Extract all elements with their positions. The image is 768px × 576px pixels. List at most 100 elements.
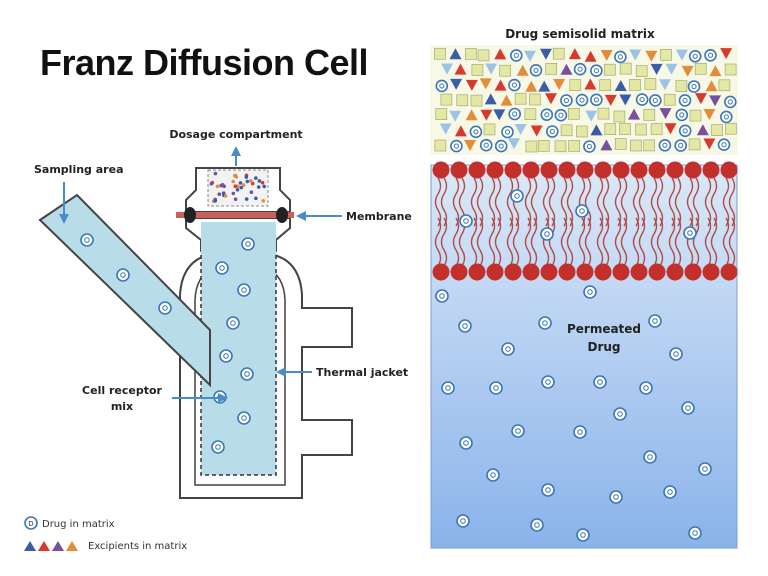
drug-core bbox=[613, 494, 619, 500]
drug-ring bbox=[215, 261, 229, 275]
dosage-speck bbox=[249, 190, 254, 194]
receptor-label-line1: Cell receptor bbox=[82, 384, 162, 397]
matrix-square bbox=[630, 139, 642, 152]
excipient-triangle-light bbox=[675, 49, 688, 61]
matrix-square bbox=[689, 109, 702, 122]
lipid-tail-lower bbox=[470, 217, 478, 267]
lipid-tail-lower bbox=[692, 217, 700, 267]
clamp-right bbox=[276, 207, 288, 223]
lipid-tail-upper bbox=[614, 177, 622, 227]
lipid-head-lower bbox=[720, 263, 738, 281]
drug-core bbox=[230, 320, 236, 326]
drug-core bbox=[687, 230, 693, 236]
drug-ring bbox=[681, 401, 695, 415]
excipient-triangle bbox=[464, 139, 477, 151]
drug-particle bbox=[688, 526, 702, 540]
drug-particle bbox=[508, 107, 522, 121]
drug-core bbox=[439, 83, 445, 89]
matrix-square bbox=[614, 138, 627, 150]
drug-core bbox=[577, 66, 583, 72]
drug-core bbox=[682, 128, 688, 134]
matrix-square bbox=[434, 139, 447, 152]
drug-core bbox=[593, 97, 599, 103]
drug-particle bbox=[678, 94, 692, 107]
dosage-speck bbox=[241, 183, 246, 187]
excipient-triangle bbox=[659, 108, 672, 120]
lipid-head-upper bbox=[486, 161, 504, 179]
drug-particle bbox=[648, 314, 662, 328]
excipient-triangle bbox=[516, 64, 529, 76]
dosage-speck bbox=[262, 184, 267, 189]
excipient-triangle-light bbox=[485, 63, 498, 75]
drug-core bbox=[244, 371, 250, 377]
excipient-triangle-light bbox=[658, 79, 671, 91]
receptor-label-line2: mix bbox=[111, 400, 133, 413]
drug-ring bbox=[540, 227, 554, 241]
thermal-label: Thermal jacket bbox=[316, 366, 408, 379]
excipient-triangle bbox=[539, 48, 552, 60]
matrix-square bbox=[568, 140, 580, 152]
drug-ring bbox=[511, 424, 525, 438]
drug-core bbox=[721, 142, 727, 148]
matrix-square bbox=[711, 124, 724, 136]
drug-core bbox=[498, 143, 504, 149]
excipient-triangle bbox=[681, 65, 694, 77]
matrix-square bbox=[660, 48, 672, 61]
drug-core bbox=[215, 444, 221, 450]
drug-particle bbox=[575, 93, 589, 107]
dosage-speck bbox=[249, 179, 253, 183]
drug-ring bbox=[648, 94, 662, 107]
dosage-speck bbox=[209, 182, 214, 186]
drug-particle bbox=[530, 518, 544, 532]
drug-particle bbox=[687, 80, 701, 93]
drug-core bbox=[639, 97, 645, 103]
drug-ring bbox=[658, 139, 672, 152]
matrix-square bbox=[613, 110, 626, 123]
drug-ring bbox=[509, 49, 523, 62]
excipient-triangle bbox=[454, 125, 467, 137]
drug-particle bbox=[237, 283, 251, 297]
receptor-fluid bbox=[201, 225, 276, 475]
drug-ring bbox=[469, 125, 483, 139]
drug-ring bbox=[635, 93, 649, 106]
dosage-speck bbox=[213, 199, 218, 203]
drug-ring bbox=[698, 462, 712, 476]
dosage-speck bbox=[236, 184, 240, 188]
matrix-square bbox=[635, 65, 648, 77]
drug-particle bbox=[511, 424, 525, 438]
excipient-triangle-light bbox=[514, 124, 527, 136]
drug-core bbox=[579, 97, 585, 103]
drug-ring bbox=[583, 285, 597, 299]
drug-core bbox=[460, 518, 466, 524]
drug-ring bbox=[614, 50, 627, 64]
lipid-tail-upper bbox=[686, 177, 694, 227]
lipid-head-lower bbox=[702, 263, 720, 281]
lipid-tail-lower bbox=[602, 217, 610, 267]
drug-particle bbox=[723, 95, 737, 109]
excipient-triangle bbox=[709, 65, 722, 77]
drug-ring bbox=[609, 490, 623, 504]
dosage-speck bbox=[244, 197, 249, 201]
lipid-tail-lower bbox=[638, 217, 646, 267]
drug-particle bbox=[583, 285, 597, 299]
lipid-tail-upper bbox=[728, 177, 736, 227]
excipient-triangle bbox=[705, 80, 718, 92]
lipid-tail-upper bbox=[692, 177, 700, 227]
drug-particle bbox=[609, 490, 623, 504]
matrix-square bbox=[471, 64, 484, 76]
membrane-zoom: Drug semisolid matrix Permeated Drug bbox=[430, 27, 738, 549]
drug-core bbox=[241, 287, 247, 293]
drug-particle bbox=[704, 48, 717, 62]
lipid-tail-lower bbox=[710, 217, 718, 267]
drug-core bbox=[667, 489, 673, 495]
drug-core bbox=[558, 112, 564, 118]
drug-ring bbox=[554, 108, 568, 122]
drug-particle bbox=[545, 125, 559, 138]
drug-particle bbox=[593, 375, 607, 389]
excipient-triangle bbox=[703, 108, 716, 120]
lipid-head-lower bbox=[684, 263, 702, 281]
dosage-speck bbox=[257, 179, 262, 183]
lipid-head-lower bbox=[450, 263, 468, 281]
drug-particle bbox=[658, 139, 672, 152]
drug-particle bbox=[541, 375, 555, 389]
